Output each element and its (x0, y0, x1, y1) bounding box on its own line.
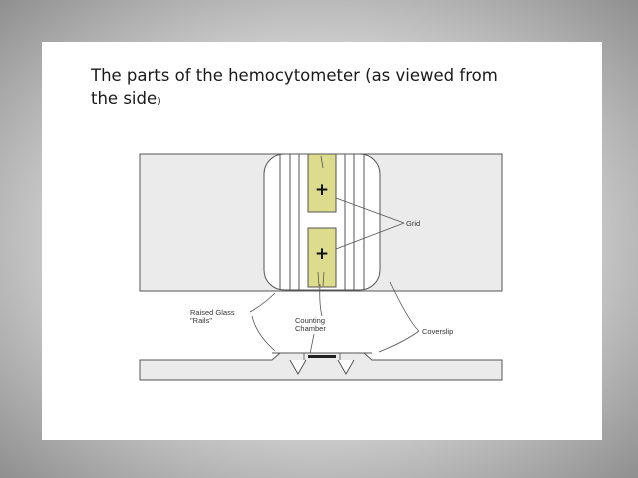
chamber-pointer-down (309, 333, 315, 355)
notch-line-bottom-a (317, 271, 320, 287)
slide-title-text: The parts of the hemocytometer (as viewe… (91, 66, 498, 108)
raised-glass-label: Raised Glass (190, 308, 235, 317)
counting-chamber-side (308, 355, 336, 358)
hemocytometer-diagram: + + Grid Raised Glass "Rails" Counting C… (139, 153, 503, 381)
notch-line-bottom-b (322, 271, 325, 287)
slide: The parts of the hemocytometer (as viewe… (42, 42, 602, 440)
grid-label: Grid (406, 219, 420, 228)
coverslip-pointer-up (389, 281, 420, 332)
notch-line-top (320, 155, 324, 169)
side-notch-right (337, 359, 355, 376)
rails-pointer-bottom (251, 315, 276, 352)
grid-pointer-bottom (335, 222, 405, 250)
coverslip-pointer-down (378, 330, 420, 353)
grid-square-bottom (307, 227, 337, 288)
coverslip-label: Coverslip (422, 327, 453, 336)
grid-pointer-top (335, 197, 405, 224)
slide-title-paren: ) (157, 97, 161, 107)
counting-label: Counting (295, 316, 325, 325)
slide-side-view (139, 352, 503, 381)
rails-pointer-top (249, 292, 276, 313)
slide-title: The parts of the hemocytometer (as viewe… (91, 64, 511, 114)
rails-label: "Rails" (190, 316, 212, 325)
chamber-label: Chamber (295, 324, 326, 333)
grid-marker-bottom: + (315, 244, 329, 264)
grid-marker-top: + (315, 180, 329, 200)
side-notch-left (289, 359, 307, 376)
chamber-pointer-up (319, 283, 323, 317)
